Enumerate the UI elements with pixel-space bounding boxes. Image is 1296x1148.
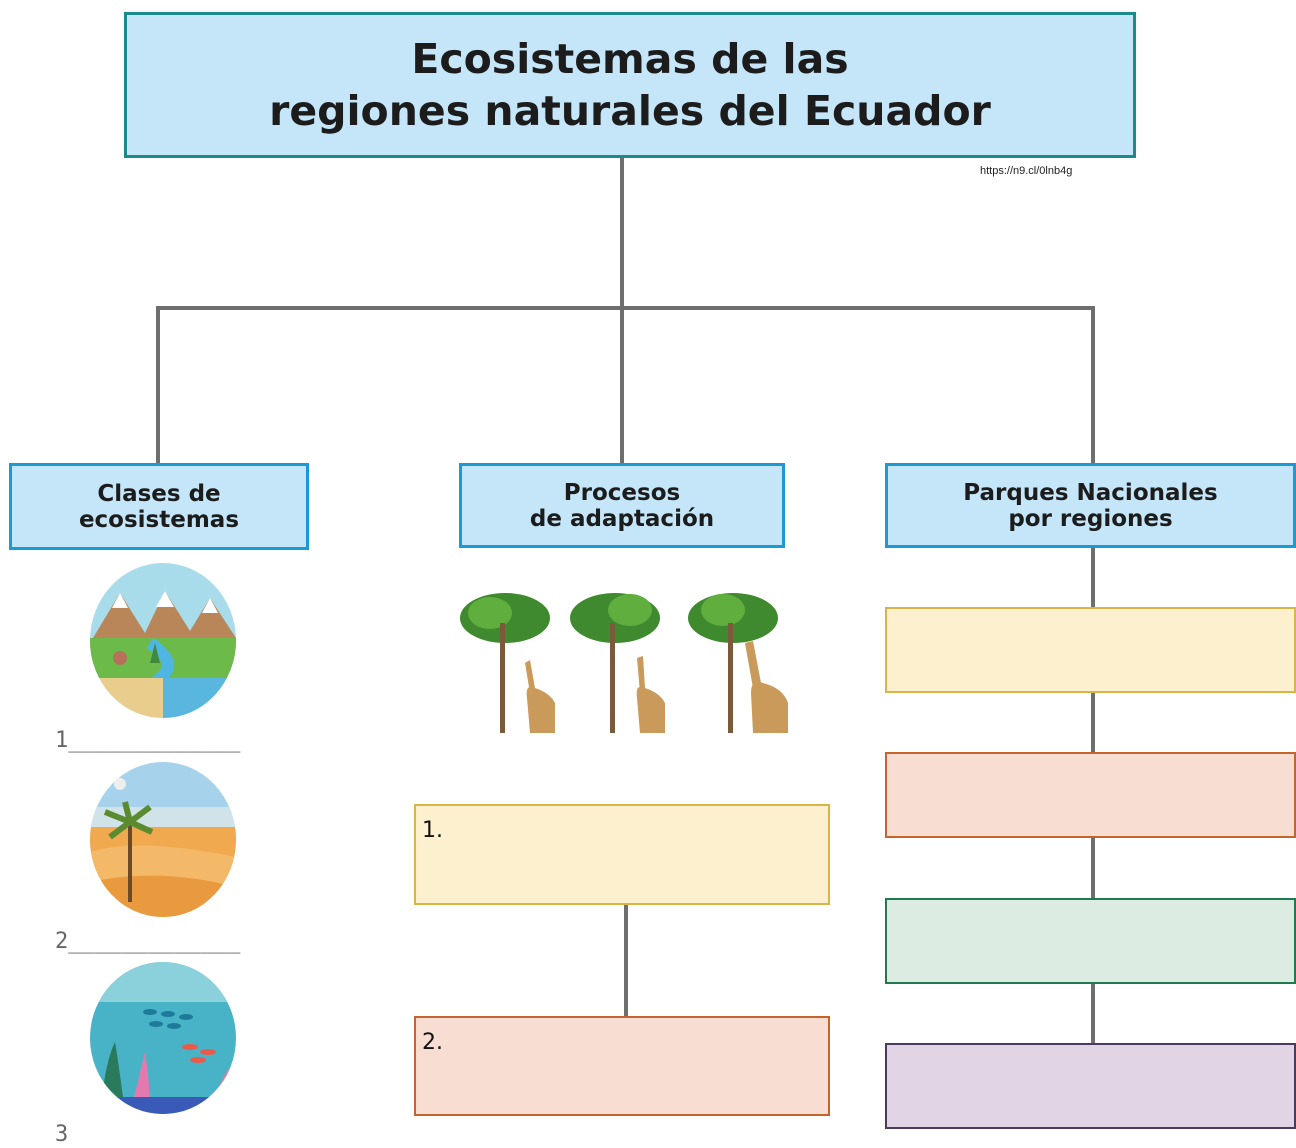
category-line-2: por regiones: [1008, 505, 1173, 532]
category-line-2: ecosistemas: [78, 506, 240, 533]
category-box-ecosystems: Clases de ecosistemas: [9, 463, 309, 550]
adaptation-box-label: 1.: [422, 818, 443, 843]
title-line-1: Ecosistemas de las: [411, 35, 849, 83]
mountain-landscape-image: [90, 563, 236, 718]
park-box-2[interactable]: [885, 752, 1296, 838]
giraffe-trees-image: [455, 588, 800, 738]
adaptation-box-label: 2.: [422, 1030, 443, 1055]
source-link[interactable]: https://n9.cl/0lnb4g: [980, 165, 1073, 177]
title-line-2: regiones naturales del Ecuador: [269, 87, 991, 135]
desert-image: [90, 762, 236, 917]
ecosystem-blank-1[interactable]: 1_____________: [55, 728, 241, 753]
park-box-3[interactable]: [885, 898, 1296, 984]
category-box-adaptation: Procesos de adaptación: [459, 463, 785, 548]
category-line-2: de adaptación: [529, 505, 715, 532]
park-box-1[interactable]: [885, 607, 1296, 693]
category-box-parks: Parques Nacionales por regiones: [885, 463, 1296, 548]
category-line-1: Parques Nacionales: [963, 479, 1218, 506]
adaptation-box-1[interactable]: 1.: [414, 804, 830, 905]
category-line-1: Procesos: [563, 479, 681, 506]
ecosystem-blank-3[interactable]: 3: [55, 1122, 69, 1147]
category-line-1: Clases de: [97, 480, 221, 507]
ocean-image: [90, 962, 236, 1114]
adaptation-box-2[interactable]: 2.: [414, 1016, 830, 1116]
ecosystem-blank-2[interactable]: 2_____________: [55, 929, 241, 954]
park-box-4[interactable]: [885, 1043, 1296, 1129]
main-title-box: Ecosistemas de las regiones naturales de…: [124, 12, 1136, 158]
